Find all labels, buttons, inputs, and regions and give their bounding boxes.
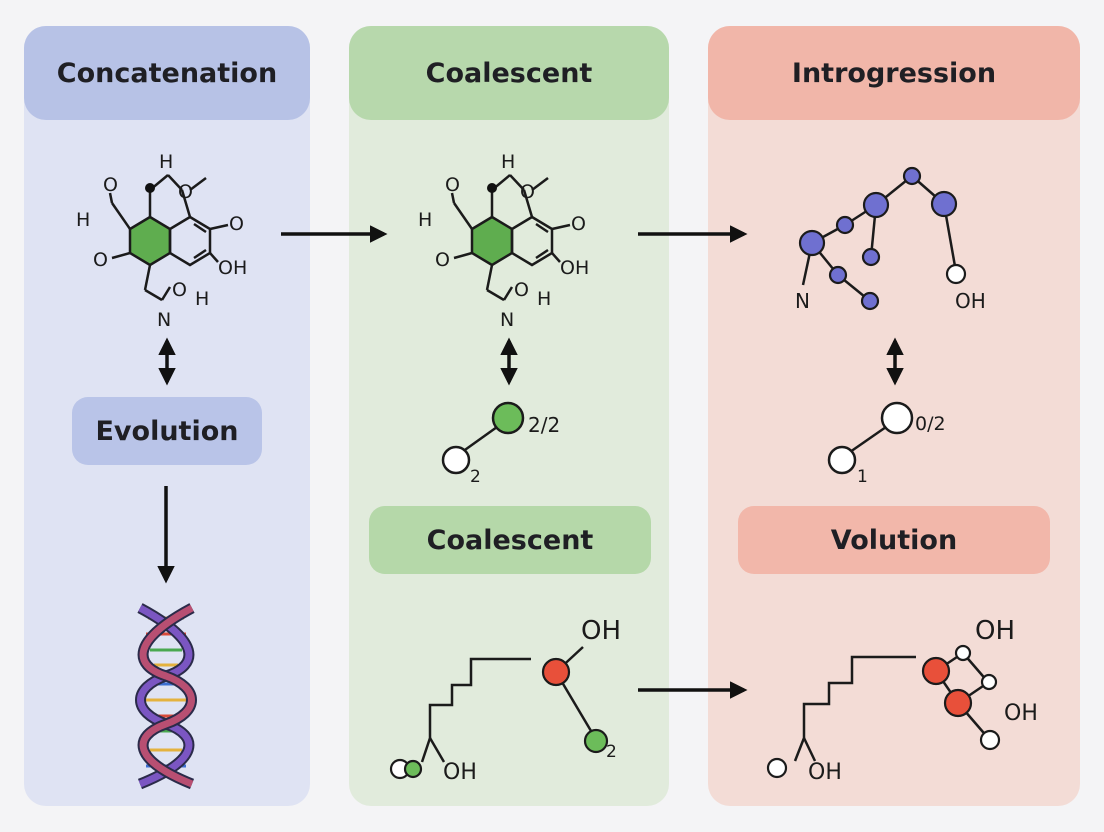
atom-open [766, 757, 788, 779]
atom-h: H [537, 288, 551, 310]
atom-n: N [795, 289, 810, 313]
volution-label: Volution [738, 506, 1050, 574]
atom-oh: OH [560, 257, 589, 279]
atom-o: O [435, 249, 450, 271]
atom-green [403, 759, 423, 779]
atom-open [954, 644, 972, 662]
network-node [861, 247, 881, 267]
atom-h: H [418, 209, 432, 231]
atom-dot [487, 183, 497, 193]
atom-green [583, 728, 609, 754]
atom-red [541, 657, 571, 687]
coalescent-label: Coalescent [369, 506, 651, 574]
node-label: 0/2 [915, 413, 946, 435]
concatenation-header: Concatenation [24, 26, 310, 120]
atom-o: O [445, 174, 460, 196]
atom-h: H [159, 151, 173, 173]
node-label: 1 [857, 467, 868, 487]
atom-o: O [229, 213, 244, 235]
atom-o: O [520, 181, 535, 203]
atom-dot [145, 183, 155, 193]
node-label: 2 [470, 467, 481, 487]
atom-o: O [172, 279, 187, 301]
node-pair-middle [441, 401, 525, 475]
dna-helix-icon [135, 603, 197, 790]
structure-middle [420, 646, 596, 763]
atom-o: O [178, 181, 193, 203]
atom-h: H [76, 209, 90, 231]
molecule-middle [450, 174, 571, 302]
evolution-label: Evolution [72, 397, 262, 465]
node-label: 2/2 [528, 413, 560, 437]
network-node [862, 191, 890, 219]
atom-oh: OH [808, 760, 842, 785]
molecule-left [108, 174, 229, 302]
node-pair-right [827, 401, 914, 475]
atom-h: H [195, 288, 209, 310]
atom-o: O [93, 249, 108, 271]
atom-oh: OH [975, 616, 1015, 646]
network-node [930, 190, 958, 218]
atom-o: O [514, 279, 529, 301]
atom-open [980, 673, 998, 691]
atom-red [943, 688, 973, 718]
atom-n: N [500, 309, 514, 331]
introgression-header: Introgression [708, 26, 1080, 120]
atom-o: O [571, 213, 586, 235]
coalescent-header: Coalescent [349, 26, 669, 120]
atom-n: N [157, 309, 171, 331]
network-node [798, 229, 826, 257]
atom-h: H [501, 151, 515, 173]
network-node [828, 265, 848, 285]
node-label: 2 [606, 742, 617, 762]
network-node-open [945, 263, 967, 285]
atom-o: O [103, 174, 118, 196]
atom-oh: OH [1004, 701, 1038, 726]
network-node [835, 215, 855, 235]
atom-oh: OH [581, 616, 621, 646]
network-node [902, 166, 922, 186]
atom-open [979, 729, 1001, 751]
network-node [860, 291, 880, 311]
atom-oh: OH [218, 257, 247, 279]
atom-red [921, 656, 951, 686]
atom-oh: OH [955, 289, 986, 313]
atom-oh: OH [443, 760, 477, 785]
